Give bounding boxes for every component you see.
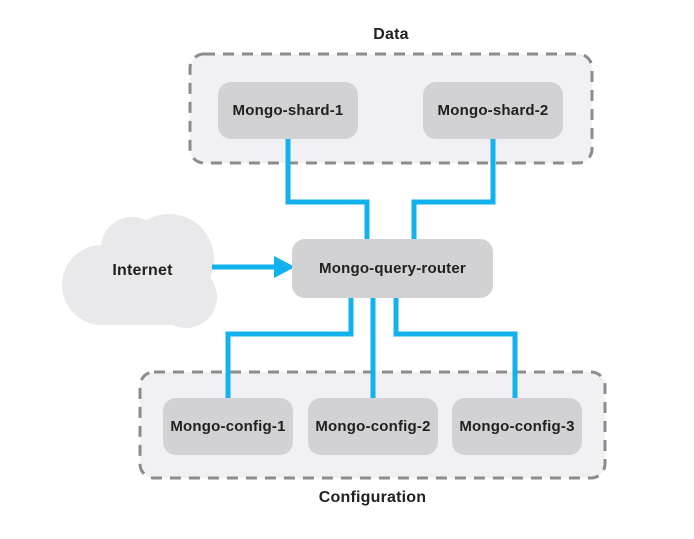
node-mongo-query-router: Mongo-query-router — [292, 239, 493, 298]
node-mongo-shard-1: Mongo-shard-1 — [218, 82, 358, 139]
configuration-group-label: Configuration — [318, 489, 427, 506]
internet-cloud-icon — [62, 214, 217, 328]
node-mongo-config-2: Mongo-config-2 — [308, 398, 438, 455]
edge-shard1-router — [285, 135, 370, 243]
edge-router-config3 — [393, 294, 518, 402]
node-mongo-config-3: Mongo-config-3 — [452, 398, 582, 455]
edge-shard2-router — [411, 135, 496, 243]
data-group-label: Data — [373, 26, 409, 43]
node-mongo-config-1: Mongo-config-1 — [163, 398, 293, 455]
internet-arrow-icon — [212, 256, 295, 278]
internet-label: Internet — [112, 262, 173, 279]
edge-router-config1 — [225, 294, 354, 402]
node-mongo-shard-2: Mongo-shard-2 — [423, 82, 563, 139]
